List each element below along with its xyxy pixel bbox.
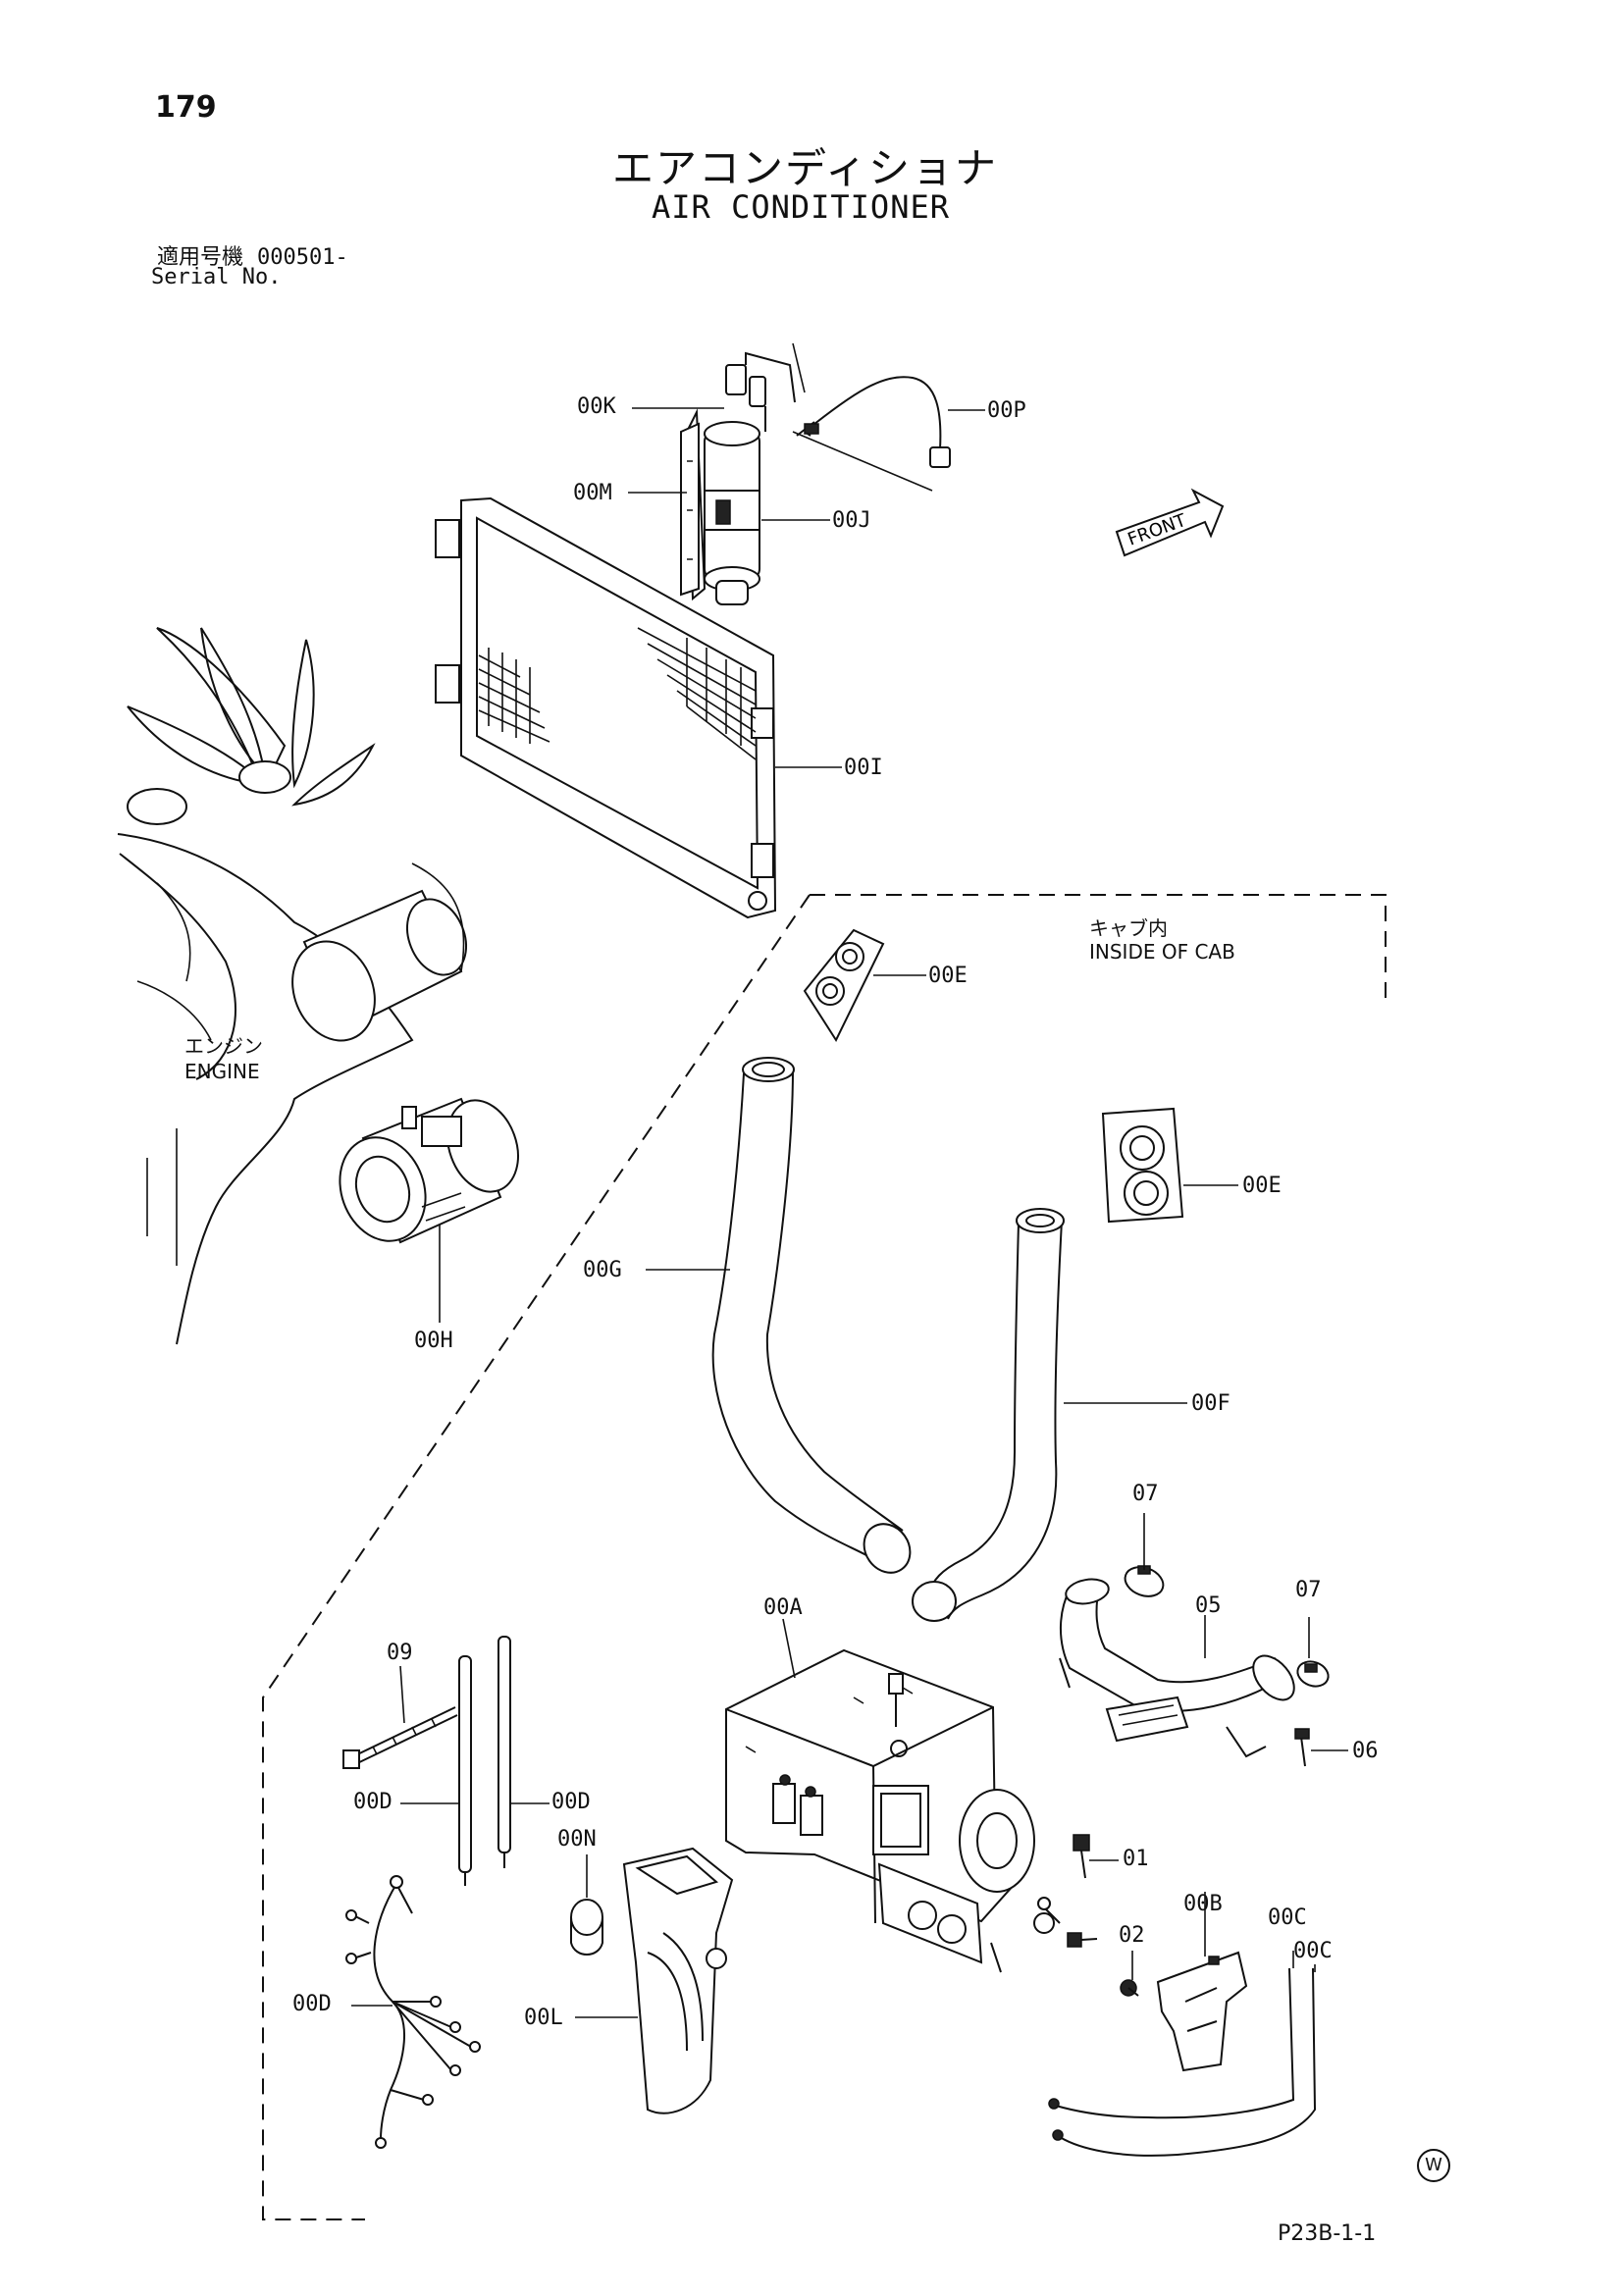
callout-05: 05 — [1195, 1593, 1222, 1618]
cab-label-jp: キャブ内 — [1089, 916, 1168, 940]
callout-00a: 00A — [763, 1595, 803, 1620]
callout-leaders — [351, 407, 1348, 2018]
callout-00b: 00B — [1183, 1892, 1223, 1916]
w-mark-icon: W — [1417, 2149, 1450, 2182]
cooler-unit-00a — [725, 1648, 1061, 1973]
serial-line-jp: 適用号機 000501- — [157, 239, 348, 271]
callout-00m: 00M — [573, 481, 612, 505]
callout-00d-left: 00D — [353, 1790, 393, 1814]
clamp-07-right — [1296, 1660, 1330, 1688]
bolt-01 — [1073, 1834, 1090, 1879]
bolt-unit-front — [1067, 1932, 1098, 1948]
callout-00d-harness: 00D — [292, 1992, 332, 2016]
pressure-switch-harness-00p — [792, 342, 951, 492]
engine-illustration — [117, 627, 467, 1345]
callout-01: 01 — [1123, 1847, 1149, 1871]
fitting-00k — [725, 351, 796, 432]
cab-boundary — [262, 894, 1387, 2220]
callout-00n: 00N — [557, 1827, 597, 1852]
callout-00k: 00K — [577, 394, 616, 419]
callout-00i: 00I — [844, 756, 883, 780]
screw-06 — [1294, 1728, 1310, 1767]
grommet-00n — [570, 1899, 603, 1956]
grommet-00e-upper — [803, 928, 885, 1043]
bolt-02 — [1120, 1979, 1139, 1997]
bracket-00m — [680, 422, 700, 597]
page-number: 179 — [155, 90, 217, 125]
serial-label-en: Serial No. — [151, 265, 282, 289]
bracket-00b — [1156, 1951, 1248, 2072]
serial-value: 000501- — [257, 245, 348, 270]
callout-00f: 00F — [1191, 1391, 1230, 1416]
callout-00e-upper: 00E — [928, 964, 968, 988]
callout-07-right: 07 — [1295, 1578, 1322, 1602]
callout-07-left: 07 — [1132, 1482, 1159, 1506]
callout-00h: 00H — [414, 1329, 453, 1353]
callout-00p: 00P — [987, 398, 1026, 423]
cable-tie-09 — [342, 1706, 458, 1769]
callout-00l: 00L — [524, 2006, 563, 2030]
callout-00j: 00J — [832, 508, 871, 533]
duct-05 — [1059, 1578, 1295, 1758]
callout-02: 02 — [1119, 1923, 1145, 1948]
rods-00d — [458, 1636, 511, 1886]
diffuser-00l — [622, 1847, 734, 2114]
front-arrow: FRONT — [1115, 488, 1225, 557]
page-title-jp: エアコンディショナ — [612, 144, 999, 192]
wire-harness-00d — [345, 1875, 481, 2149]
cables-00c — [1048, 1967, 1317, 2157]
hose-00g — [711, 1057, 912, 1574]
serial-label-jp: 適用号機 — [157, 245, 244, 270]
callout-00g: 00G — [583, 1258, 622, 1282]
grommet-00e-lower — [1101, 1107, 1184, 1224]
callout-09: 09 — [387, 1641, 413, 1665]
page-title-en: AIR CONDITIONER — [652, 188, 950, 226]
callout-00e-lower: 00E — [1242, 1174, 1282, 1198]
engine-label-en: ENGINE — [184, 1060, 260, 1083]
callout-00d-right: 00D — [551, 1790, 591, 1814]
callout-06: 06 — [1352, 1739, 1379, 1763]
reference-code: P23B-1-1 — [1278, 2221, 1377, 2246]
hose-00f — [912, 1208, 1065, 1622]
callout-00c-upper: 00C — [1268, 1905, 1307, 1930]
engine-label-jp: エンジン — [184, 1034, 263, 1058]
condenser-00i — [435, 496, 777, 919]
cab-label-en: INSIDE OF CAB — [1089, 940, 1235, 964]
compressor-00h — [339, 1097, 519, 1244]
callout-00c-lower: 00C — [1293, 1939, 1333, 1963]
front-arrow-label: FRONT — [1126, 510, 1190, 550]
